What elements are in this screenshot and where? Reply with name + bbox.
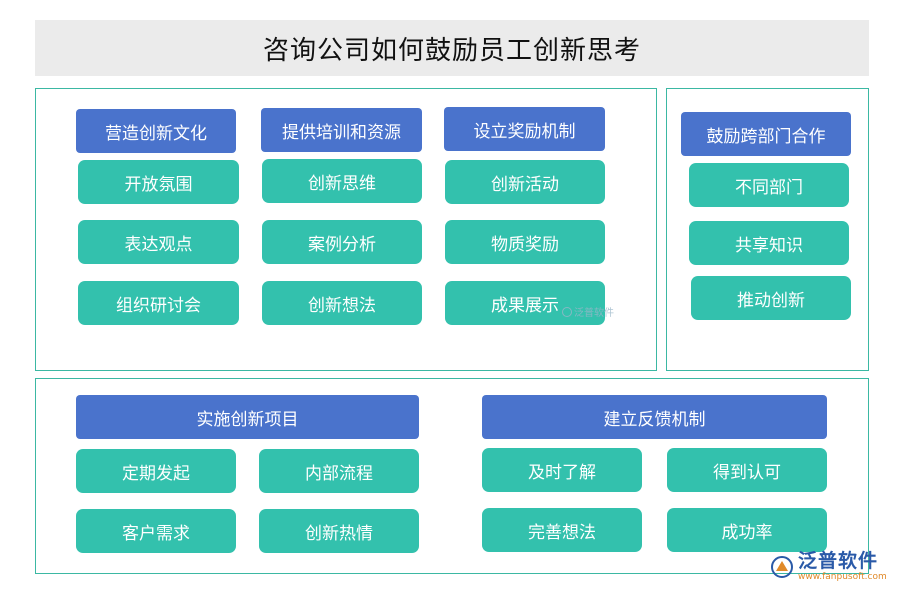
watermark-small: 泛普软件: [562, 304, 614, 319]
item-case-analysis: 案例分析: [262, 220, 422, 264]
item-express-views: 表达观点: [78, 220, 239, 264]
item-customer-needs: 客户需求: [76, 509, 236, 553]
panel-top-left: [35, 88, 657, 371]
watermark-logo-icon: [562, 306, 572, 317]
item-open-atmosphere: 开放氛围: [78, 160, 239, 204]
item-success-rate: 成功率: [667, 508, 827, 552]
heading-rewards: 设立奖励机制: [444, 107, 605, 151]
item-innovation-passion: 创新热情: [259, 509, 419, 553]
item-innovative-ideas: 创新想法: [262, 281, 422, 325]
brand-logo-url: www.fanpusoft.com: [798, 572, 887, 582]
watermark-small-text: 泛普软件: [574, 308, 614, 319]
brand-logo: 泛普软件 www.fanpusoft.com: [770, 552, 887, 582]
item-different-departments: 不同部门: [689, 163, 849, 207]
brand-logo-name: 泛普软件: [798, 550, 879, 572]
heading-cross-department: 鼓励跨部门合作: [681, 112, 851, 156]
heading-projects: 实施创新项目: [76, 395, 419, 439]
item-results-display: 成果展示: [445, 281, 605, 325]
heading-training: 提供培训和资源: [261, 108, 422, 152]
item-innovative-thinking: 创新思维: [262, 159, 422, 203]
panel-top-right: [666, 88, 869, 371]
heading-feedback: 建立反馈机制: [482, 395, 827, 439]
item-material-rewards: 物质奖励: [445, 220, 605, 264]
item-internal-process: 内部流程: [259, 449, 419, 493]
item-drive-innovation: 推动创新: [691, 276, 851, 320]
item-seminars: 组织研讨会: [78, 281, 239, 325]
heading-culture: 营造创新文化: [76, 109, 236, 153]
item-share-knowledge: 共享知识: [689, 221, 849, 265]
item-timely-understanding: 及时了解: [482, 448, 642, 492]
item-innovation-activities: 创新活动: [445, 160, 605, 204]
item-get-recognition: 得到认可: [667, 448, 827, 492]
item-improve-ideas: 完善想法: [482, 508, 642, 552]
brand-logo-icon: [771, 556, 793, 578]
panel-bottom: [35, 378, 869, 574]
item-regular-launch: 定期发起: [76, 449, 236, 493]
diagram-title: 咨询公司如何鼓励员工创新思考: [35, 20, 869, 76]
